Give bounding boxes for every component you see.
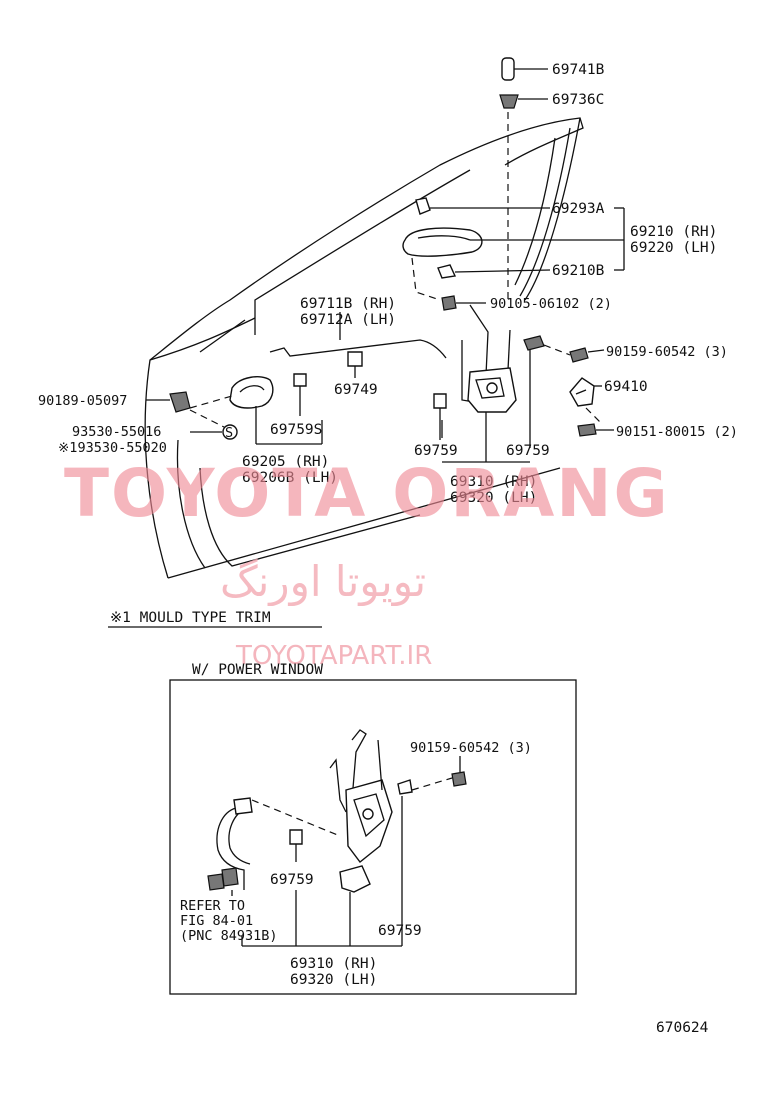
label-69741b: 69741B <box>552 62 605 78</box>
pw-label-90159: 90159-60542 (3) <box>410 740 532 756</box>
clip-69749 <box>347 351 363 378</box>
mould-type-trim-note: ※1 MOULD TYPE TRIM <box>110 610 271 626</box>
power-window-title: W/ POWER WINDOW <box>192 662 323 678</box>
pw-wire-harness <box>207 797 341 896</box>
label-69206b: 69206B (LH) <box>242 470 338 486</box>
screw-90159-top <box>543 344 605 363</box>
pw-refer-line2: FIG 84-01 <box>180 913 253 929</box>
pw-lock-assembly <box>329 729 467 893</box>
label-69759s: 69759S <box>270 422 322 438</box>
label-69736c: 69736C <box>552 92 604 108</box>
s-mark: S <box>225 425 233 441</box>
clip-69759s <box>293 373 307 416</box>
watermark-brand: TOYOTA ORANG <box>64 455 670 532</box>
label-69749: 69749 <box>334 382 378 398</box>
label-69759-right: 69759 <box>506 443 550 459</box>
door-outline <box>144 117 584 579</box>
label-90159-top: 90159-60542 (3) <box>606 344 728 360</box>
figure-code: 670624 <box>656 1020 709 1036</box>
label-69210-rh: 69210 (RH) <box>630 224 717 240</box>
striker-69410 <box>569 377 602 407</box>
pw-clip-69759 <box>241 796 403 947</box>
clip-69736c <box>499 94 548 109</box>
screw-90189 <box>146 391 238 440</box>
clip-69759-left <box>433 393 447 440</box>
label-93530: 93530-55016 <box>72 424 161 440</box>
pw-label-69759-right: 69759 <box>378 923 422 939</box>
pw-label-69759-left: 69759 <box>270 872 314 888</box>
pw-refer-line1: REFER TO <box>180 898 245 914</box>
label-69711b: 69711B (RH) <box>300 296 396 312</box>
label-90189: 90189-05097 <box>38 393 127 409</box>
pw-label-69310: 69310 (RH) <box>290 956 377 972</box>
label-69410: 69410 <box>604 379 648 395</box>
power-window-inset-frame <box>169 679 577 995</box>
door-lock-assembly <box>441 335 545 463</box>
watermark-url: TOYOTAPART.IR <box>235 641 432 671</box>
label-69712a: 69712A (LH) <box>300 312 396 328</box>
clip-69741b <box>501 57 548 81</box>
label-69205: 69205 (RH) <box>242 454 329 470</box>
label-69320: 69320 (LH) <box>450 490 537 506</box>
label-69220-lh: 69220 (LH) <box>630 240 717 256</box>
inside-handle <box>229 376 323 445</box>
pw-label-69320: 69320 (LH) <box>290 972 377 988</box>
screw-90151 <box>577 407 614 437</box>
pw-refer-line3: (PNC 84931B) <box>180 928 278 944</box>
label-90105: 90105-06102 (2) <box>490 296 612 312</box>
label-69293a: 69293A <box>552 201 605 217</box>
label-69310: 69310 (RH) <box>450 474 537 490</box>
label-193530: ※193530-55020 <box>58 440 167 456</box>
lock-rods <box>269 304 511 403</box>
label-90151: 90151-80015 (2) <box>616 424 738 440</box>
label-69210b: 69210B <box>552 263 605 279</box>
outside-handle <box>402 197 625 311</box>
watermark-persian: تویوتا اورنگ <box>220 557 426 606</box>
label-69759-left: 69759 <box>414 443 458 459</box>
